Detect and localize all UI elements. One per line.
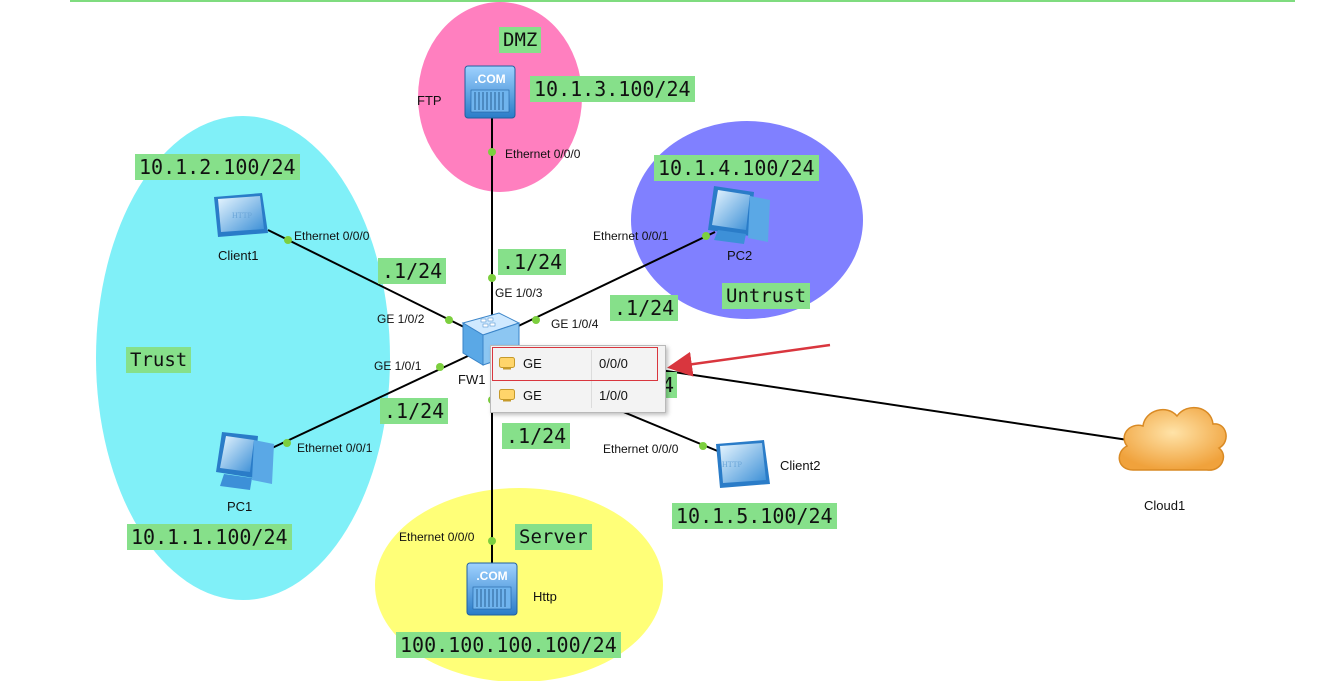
dot-fw-ge101 xyxy=(436,363,444,371)
ftp-server-icon[interactable]: .COM xyxy=(464,65,516,119)
port-client2-eth: Ethernet 0/0/0 xyxy=(603,442,679,456)
ip-client1: 10.1.2.100/24 xyxy=(135,154,300,180)
gateway-trust-upper: .1/24 xyxy=(378,258,447,284)
dot-client1 xyxy=(284,236,292,244)
dot-fw-ge103 xyxy=(488,274,496,282)
popup-item-type: GE xyxy=(523,388,542,403)
popup-item-ge-1-0-0[interactable]: GE 1/0/0 xyxy=(491,381,665,411)
popup-item-ge-0-0-0[interactable]: GE 0/0/0 xyxy=(491,349,665,379)
link-cloud-fw xyxy=(659,369,1129,441)
device-label-pc1: PC1 xyxy=(227,499,253,514)
dot-client2 xyxy=(699,442,707,450)
device-label-http: Http xyxy=(533,589,557,604)
zone-label-trust: Trust xyxy=(126,347,192,373)
popup-column-divider xyxy=(591,350,592,408)
interface-popup-menu: GE 0/0/0 GE 1/0/0 xyxy=(490,345,666,413)
link-pc1-fw xyxy=(271,354,471,449)
pc1-icon[interactable] xyxy=(216,432,274,490)
zone-label-untrust: Untrust xyxy=(722,283,811,309)
port-fw-ge101: GE 1/0/1 xyxy=(374,359,422,373)
gateway-dmz: .1/24 xyxy=(498,249,567,275)
dot-fw-ge102 xyxy=(445,316,453,324)
ip-pc1: 10.1.1.100/24 xyxy=(127,524,292,550)
ethernet-port-icon xyxy=(499,357,515,370)
port-http-eth: Ethernet 0/0/0 xyxy=(399,530,475,544)
port-fw-ge104: GE 1/0/4 xyxy=(551,317,599,331)
port-fw-ge103: GE 1/0/3 xyxy=(495,286,543,300)
dot-http xyxy=(488,537,496,545)
port-ftp-eth: Ethernet 0/0/0 xyxy=(505,147,581,161)
gateway-trust-lower: .1/24 xyxy=(380,398,449,424)
ethernet-port-icon xyxy=(499,389,515,402)
dot-ftp xyxy=(488,148,496,156)
client2-icon[interactable]: HTTP xyxy=(716,440,770,488)
port-fw-ge102: GE 1/0/2 xyxy=(377,312,425,326)
gateway-untrust: .1/24 xyxy=(610,295,679,321)
device-label-cloud1: Cloud1 xyxy=(1144,498,1186,513)
device-label-client2: Client2 xyxy=(780,458,821,473)
ip-http: 100.100.100.100/24 xyxy=(396,632,621,658)
device-label-pc2: PC2 xyxy=(727,248,753,263)
cloud1-icon[interactable] xyxy=(1118,406,1227,471)
http-server-icon[interactable]: .COM xyxy=(466,562,518,616)
dot-pc2 xyxy=(702,232,710,240)
link-client1-fw xyxy=(267,229,471,331)
gateway-server: .1/24 xyxy=(502,423,571,449)
port-client1-eth: Ethernet 0/0/0 xyxy=(294,229,370,243)
popup-item-type: GE xyxy=(523,356,542,371)
popup-item-port: 0/0/0 xyxy=(599,356,628,371)
client1-icon[interactable]: HTTP xyxy=(214,193,268,237)
top-border xyxy=(70,0,1295,2)
dot-fw-ge104 xyxy=(532,316,540,324)
client1-http-text: HTTP xyxy=(232,211,253,220)
link-pc2-fw xyxy=(509,231,716,331)
dot-pc1 xyxy=(283,439,291,447)
port-pc2-eth: Ethernet 0/0/1 xyxy=(593,229,669,243)
device-label-client1: Client1 xyxy=(218,248,259,263)
pc2-icon[interactable] xyxy=(708,186,770,244)
trust-zone xyxy=(96,116,390,600)
ip-ftp: 10.1.3.100/24 xyxy=(530,76,695,102)
zone-label-dmz: DMZ xyxy=(499,27,542,53)
port-pc1-eth: Ethernet 0/0/1 xyxy=(297,441,373,455)
selected-item-highlight-box xyxy=(492,347,658,381)
http-com-text: .COM xyxy=(476,569,507,583)
ip-pc2: 10.1.4.100/24 xyxy=(654,155,819,181)
annotation-arrow xyxy=(667,343,831,377)
device-label-ftp: FTP xyxy=(417,93,442,108)
popup-item-port: 1/0/0 xyxy=(599,388,628,403)
zone-label-server: Server xyxy=(515,524,592,550)
client2-http-text: HTTP xyxy=(722,460,743,469)
ip-client2: 10.1.5.100/24 xyxy=(672,503,837,529)
ftp-com-text: .COM xyxy=(474,72,505,86)
device-label-fw1: FW1 xyxy=(458,372,486,387)
